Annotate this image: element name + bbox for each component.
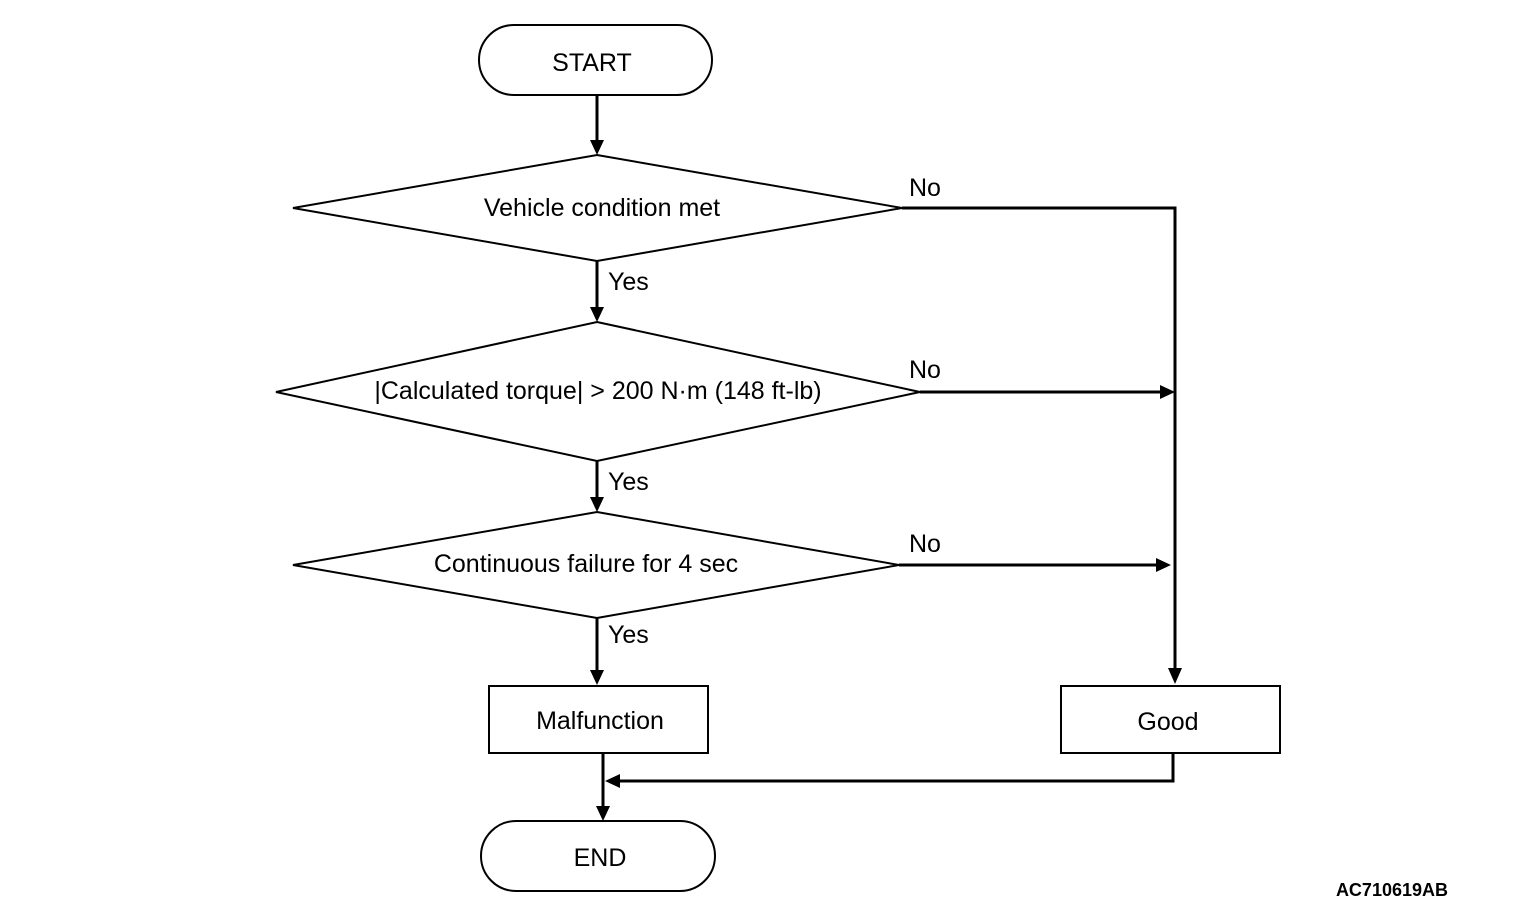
arrowhead-into-end bbox=[596, 806, 610, 821]
decision-calculated-torque-label: |Calculated torque| > 200 N·m (148 ft-lb… bbox=[374, 377, 821, 405]
figure-code: AC710619AB bbox=[1336, 880, 1448, 900]
end-terminal: END bbox=[480, 820, 716, 892]
arrowhead-into-good bbox=[1168, 668, 1182, 684]
connector-good-to-merge bbox=[618, 753, 1175, 783]
arrowhead-yes-3 bbox=[590, 670, 604, 685]
decision-continuous-failure: Continuous failure for 4 sec bbox=[292, 510, 900, 620]
arrowhead-no-2 bbox=[1160, 385, 1175, 399]
good-box bbox=[1060, 685, 1281, 754]
malfunction-box bbox=[488, 685, 709, 754]
result-good: Good bbox=[1060, 685, 1281, 754]
start-terminal: START bbox=[478, 24, 713, 96]
decision-continuous-failure-label: Continuous failure for 4 sec bbox=[434, 550, 738, 578]
result-malfunction: Malfunction bbox=[488, 685, 709, 754]
no-label-2: No bbox=[909, 356, 941, 384]
decision-vehicle-condition-label: Vehicle condition met bbox=[484, 194, 720, 222]
decision-calculated-torque: |Calculated torque| > 200 N·m (148 ft-lb… bbox=[275, 320, 921, 463]
no-label-3: No bbox=[909, 530, 941, 558]
yes-label-3: Yes bbox=[608, 621, 649, 649]
end-shape bbox=[480, 820, 716, 892]
end-label: END bbox=[574, 844, 627, 872]
no-label-1: No bbox=[909, 174, 941, 202]
connector-vehicle-condition-no bbox=[902, 206, 1177, 670]
decision-vehicle-condition: Vehicle condition met bbox=[292, 153, 903, 263]
arrowhead-good-merge bbox=[605, 774, 620, 788]
arrowhead-yes-2 bbox=[590, 497, 604, 512]
good-label: Good bbox=[1137, 708, 1198, 736]
arrowhead-no-3 bbox=[1156, 558, 1171, 572]
yes-label-2: Yes bbox=[608, 468, 649, 496]
yes-label-1: Yes bbox=[608, 268, 649, 296]
malfunction-label: Malfunction bbox=[536, 707, 664, 735]
start-label: START bbox=[552, 49, 632, 77]
arrowhead-start-down bbox=[590, 140, 604, 155]
arrowhead-yes-1 bbox=[590, 307, 604, 322]
